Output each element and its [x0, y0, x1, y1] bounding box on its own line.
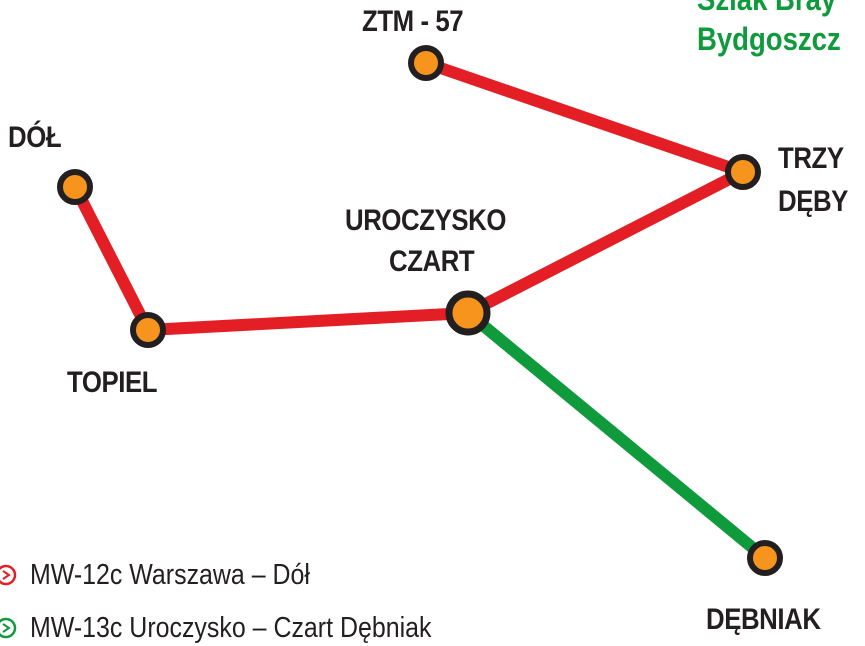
legend-label-red: MW-12c Warszawa – Dół: [30, 558, 310, 591]
green-trail-marker-icon: [0, 617, 17, 639]
node-uroczysko-czart: [445, 290, 491, 336]
red-trail-route: [69, 57, 749, 336]
label-ztm57: ZTM - 57: [362, 5, 464, 38]
label-trzy-deby-1: TRZY: [778, 142, 844, 175]
node-ztm57: [408, 45, 444, 81]
legend-item-green: MW-13c Uroczysko – Czart Dębniak: [0, 611, 497, 645]
label-debniak: DĘBNIAK: [706, 603, 821, 636]
red-trail-marker-icon: [0, 564, 17, 586]
label-dol: DÓŁ: [8, 121, 62, 154]
node-dol: [57, 169, 93, 205]
node-topiel: [130, 312, 166, 348]
label-trzy-deby-2: DĘBY: [778, 185, 848, 218]
node-debniak: [747, 540, 783, 576]
node-trzy-deby: [725, 154, 761, 190]
corner-title-line2: Bydgoszcz: [697, 21, 841, 57]
legend-label-green: MW-13c Uroczysko – Czart Dębniak: [30, 611, 432, 644]
legend-item-red: MW-12c Warszawa – Dół: [0, 558, 356, 592]
label-topiel: TOPIEL: [67, 366, 158, 399]
corner-title-line1: Szlak Bray: [697, 0, 836, 18]
green-trail-route: [462, 307, 771, 564]
label-uroczysko-2: CZART: [389, 245, 475, 278]
label-uroczysko-1: UROCZYSKO: [345, 204, 506, 237]
